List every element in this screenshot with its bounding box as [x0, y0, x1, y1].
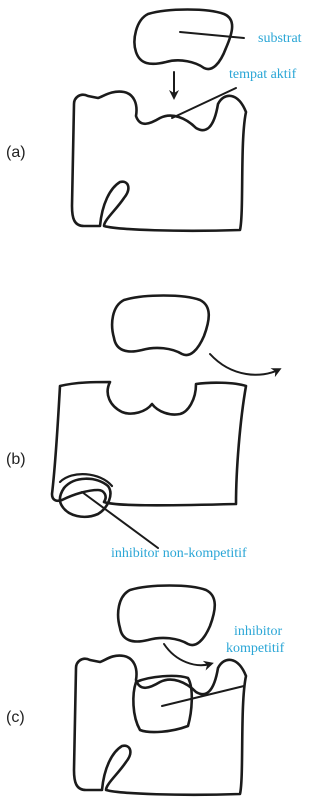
panel-b-enzyme-shape	[50, 380, 248, 507]
panel-c: (c) inhibitor kompetitif	[6, 584, 285, 797]
panel-c-blocked-arrow	[163, 643, 214, 671]
panel-a-enzyme-shape	[70, 90, 248, 233]
panel-b-allosteric-site-outline	[58, 473, 114, 488]
panel-b-release-arrow	[209, 353, 282, 378]
panel-c-substrate-shape	[116, 584, 217, 647]
panel-a-label: (a)	[6, 144, 26, 161]
panel-c-inhibitor-leader	[161, 685, 245, 707]
panel-a: (a) substrat tempat aktif	[6, 8, 302, 233]
panel-a-substrate-leader	[179, 31, 245, 39]
panel-b: (b) inhibitor non-kompetitif	[6, 294, 282, 561]
panel-b-inhibitor-leader	[81, 491, 159, 549]
panel-a-active-site-callout: tempat aktif	[229, 67, 297, 82]
panel-b-substrate-shape	[110, 294, 211, 357]
panel-b-inhibitor-callout: inhibitor non-kompetitif	[111, 546, 247, 561]
panel-c-inhibitor-callout-line2: kompetitif	[226, 641, 285, 656]
panel-b-label: (b)	[6, 451, 26, 468]
panel-c-label: (c)	[6, 709, 25, 726]
panel-a-active-site-leader	[171, 87, 237, 119]
panel-b-inhibitor-shape	[58, 477, 112, 519]
panel-c-inhibitor-shape	[132, 674, 194, 734]
panel-c-inhibitor-callout-line1: inhibitor	[234, 624, 283, 639]
panel-a-substrate-shape	[133, 8, 234, 71]
panel-c-enzyme-shape	[72, 654, 248, 797]
panel-a-substrate-callout: substrat	[258, 31, 302, 46]
